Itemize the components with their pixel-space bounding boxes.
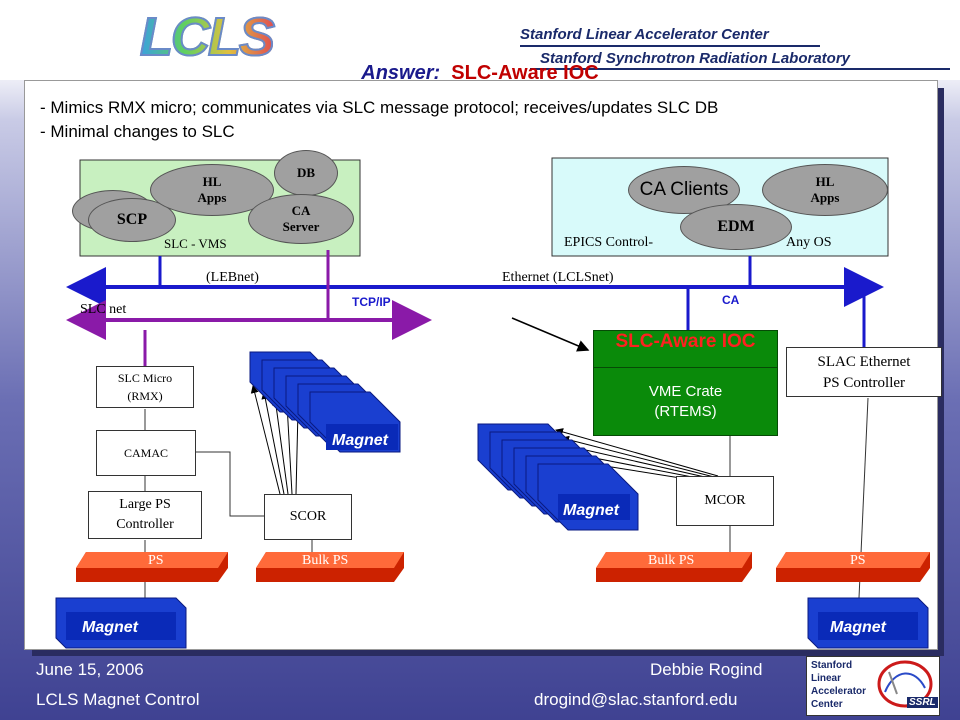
slc-micro-l2: (RMX) xyxy=(127,389,163,403)
ps-right-label: PS xyxy=(850,553,866,568)
magnet-bottom-right xyxy=(807,597,929,649)
logo-line-2: Linear xyxy=(811,673,842,684)
ca-label: CA xyxy=(722,293,740,307)
slac-eth-l2: PS Controller xyxy=(822,375,906,391)
edm-ellipse[interactable]: EDM xyxy=(680,204,792,250)
slac-ssrl-logo: Stanford Linear Accelerator Center SSRL xyxy=(806,656,940,716)
magnet-bottom-left xyxy=(55,597,187,649)
large-ps-l1: Large PS xyxy=(119,497,171,512)
ps-left-label: PS xyxy=(148,553,164,568)
slc-hl-apps-l1: HL xyxy=(202,174,222,190)
slc-micro-box[interactable]: SLC Micro (RMX) xyxy=(96,366,194,408)
tcpip-label: TCP/IP xyxy=(352,295,391,309)
mcor-box[interactable]: MCOR xyxy=(676,476,774,526)
logo-line-4: Center xyxy=(811,699,843,710)
bullet-2: - Minimal changes to SLC xyxy=(40,122,235,141)
vme-crate-l2: (RTEMS) xyxy=(654,403,717,420)
logo-line-1: Stanford xyxy=(811,660,853,671)
slc-hl-apps-l2: Apps xyxy=(197,190,227,205)
slac-eth-l1: SLAC Ethernet xyxy=(817,354,911,370)
epics-control-label: EPICS Control- xyxy=(564,235,654,250)
lebnet-label: (LEBnet) xyxy=(206,270,259,285)
mcor-label: MCOR xyxy=(704,493,746,508)
title-main: SLC-Aware IOC xyxy=(451,62,599,84)
slc-vms-label: SLC - VMS xyxy=(164,236,227,251)
ssrl-logo-mark xyxy=(877,660,933,708)
scor-label: SCOR xyxy=(289,509,327,524)
title-prefix: Answer: xyxy=(361,62,441,84)
camac-label: CAMAC xyxy=(123,446,168,460)
magnet-label-bottom-right: Magnet xyxy=(830,619,887,636)
magnet-label-bottom-left: Magnet xyxy=(82,619,139,636)
scor-box[interactable]: SCOR xyxy=(264,494,352,540)
footer-project: LCLS Magnet Control xyxy=(36,690,200,709)
footer-date: June 15, 2006 xyxy=(36,660,144,679)
ssrl-name: Stanford Synchrotron Radiation Laborator… xyxy=(540,50,851,67)
db-label: DB xyxy=(296,165,316,181)
magnet-label-mcor: Magnet xyxy=(563,502,620,519)
lcls-logo: LCLS xyxy=(139,6,276,68)
magnet-stack-scor xyxy=(249,351,401,453)
ps-bar-right xyxy=(776,552,930,582)
ca-clients-label: CA Clients xyxy=(639,179,729,200)
ps-bar-left xyxy=(76,552,228,582)
header-rule-2 xyxy=(530,68,950,70)
any-os-label: Any OS xyxy=(786,235,832,250)
ethernet-label: Ethernet (LCLSnet) xyxy=(502,270,614,285)
bulk-ps-bar-right xyxy=(596,552,752,582)
magnet-stack-mcor xyxy=(477,423,639,531)
ioc-title: SLC-Aware IOC xyxy=(594,331,777,368)
header-rule-1 xyxy=(520,45,820,47)
slc-net-label: SLC net xyxy=(80,302,127,317)
camac-box[interactable]: CAMAC xyxy=(96,430,196,476)
edm-label: EDM xyxy=(717,218,755,236)
slac-ethernet-ps-controller-box[interactable]: SLAC Ethernet PS Controller xyxy=(786,347,942,397)
large-ps-controller-box[interactable]: Large PS Controller xyxy=(88,491,202,539)
logo-line-3: Accelerator xyxy=(811,686,867,697)
bullet-1: - Mimics RMX micro; communicates via SLC… xyxy=(40,98,719,117)
ca-server-l2: Server xyxy=(282,219,320,234)
footer-author: Debbie Rogind xyxy=(650,660,763,679)
vme-crate-l1: VME Crate xyxy=(648,383,723,400)
slac-name: Stanford Linear Accelerator Center xyxy=(520,26,769,43)
bulk-ps-bar-left xyxy=(256,552,404,582)
bulk-ps-right-label: Bulk PS xyxy=(648,553,695,568)
ca-server-l1: CA xyxy=(291,203,311,219)
scp-label: SCP xyxy=(116,211,148,229)
header-band xyxy=(0,0,960,80)
bulk-ps-left-label: Bulk PS xyxy=(302,553,349,568)
slc-aware-ioc-box[interactable]: SLC-Aware IOC VME Crate (RTEMS) xyxy=(593,330,778,436)
slide-title: Answer: SLC-Aware IOC xyxy=(0,62,960,85)
large-ps-l2: Controller xyxy=(116,517,174,532)
epics-hl-apps-l1: HL xyxy=(815,174,835,190)
footer-email: drogind@slac.stanford.edu xyxy=(534,690,738,709)
db-ellipse[interactable]: DB xyxy=(274,150,338,196)
ssrl-text: SSRL xyxy=(907,697,938,708)
epics-hl-apps-l2: Apps xyxy=(810,190,840,205)
slc-micro-l1: SLC Micro xyxy=(117,371,173,385)
magnet-label-scor: Magnet xyxy=(332,432,389,449)
